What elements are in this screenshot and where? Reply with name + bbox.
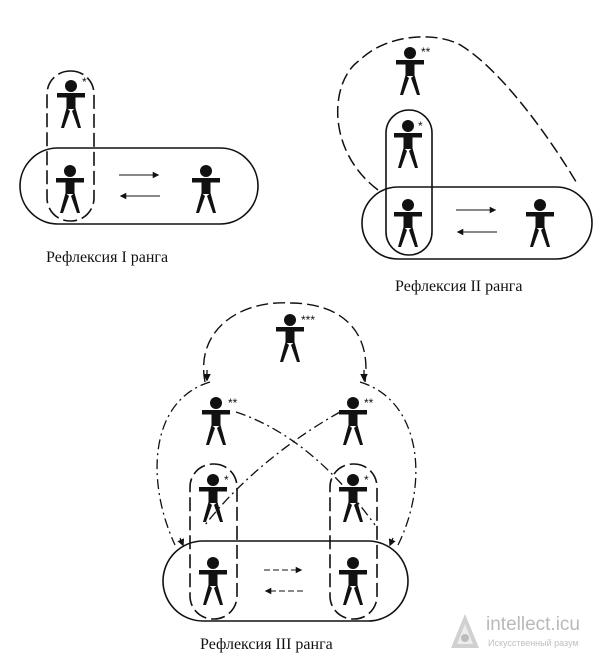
caption-rank-3: Рефлексия III ранга xyxy=(200,636,333,653)
watermark-tagline: Искусственный разум xyxy=(488,638,579,648)
person-figure-icon xyxy=(57,80,85,128)
caption-rank-1: Рефлексия I ранга xyxy=(46,249,169,266)
top-reflection-loop xyxy=(202,302,367,383)
reflection-mark: * xyxy=(418,119,423,133)
reflection-mark: ** xyxy=(228,396,238,410)
reflection-mark: * xyxy=(224,473,229,487)
self-image-capsule xyxy=(329,463,378,620)
diagram-rank-3: *** ** ** * * xyxy=(156,302,417,622)
reflection-mark: * xyxy=(364,473,369,487)
intellect-logo-icon xyxy=(451,614,479,648)
pair-capsule xyxy=(361,186,593,260)
pair-capsule xyxy=(162,540,409,622)
person-figure-icon xyxy=(396,47,424,95)
person-figure-icon xyxy=(339,397,367,445)
self-image-capsule xyxy=(189,463,238,620)
self-image-capsule xyxy=(46,70,95,222)
person-figure-icon xyxy=(526,199,554,247)
cross-arrow-left xyxy=(177,537,185,547)
watermark: intellect.icu Искусственный разум xyxy=(448,612,608,654)
person-figure-icon xyxy=(192,165,220,213)
reflection-mark: ** xyxy=(421,45,431,59)
cross-reflection-right xyxy=(204,381,417,546)
person-figure-icon xyxy=(339,557,367,605)
watermark-name: intellect.icu xyxy=(486,614,580,635)
person-figure-icon xyxy=(199,557,227,605)
person-figure-icon xyxy=(339,474,367,522)
reflection-mark: *** xyxy=(301,313,315,327)
pair-capsule xyxy=(19,147,259,225)
reflection-mark: ** xyxy=(364,396,374,410)
person-figure-icon xyxy=(276,314,304,362)
person-figure-icon xyxy=(56,165,84,213)
cross-arrow-right xyxy=(388,537,396,547)
person-figure-icon xyxy=(202,397,230,445)
outer-reflection-loop xyxy=(337,36,579,191)
diagram-rank-2: ** * xyxy=(337,36,593,260)
caption-rank-2: Рефлексия II ранга xyxy=(395,278,523,295)
reflection-mark: * xyxy=(82,75,87,89)
cross-reflection-left xyxy=(156,381,376,546)
diagram-rank-1: * xyxy=(19,70,259,225)
self-image-capsule xyxy=(385,109,433,256)
person-figure-icon xyxy=(394,199,422,247)
